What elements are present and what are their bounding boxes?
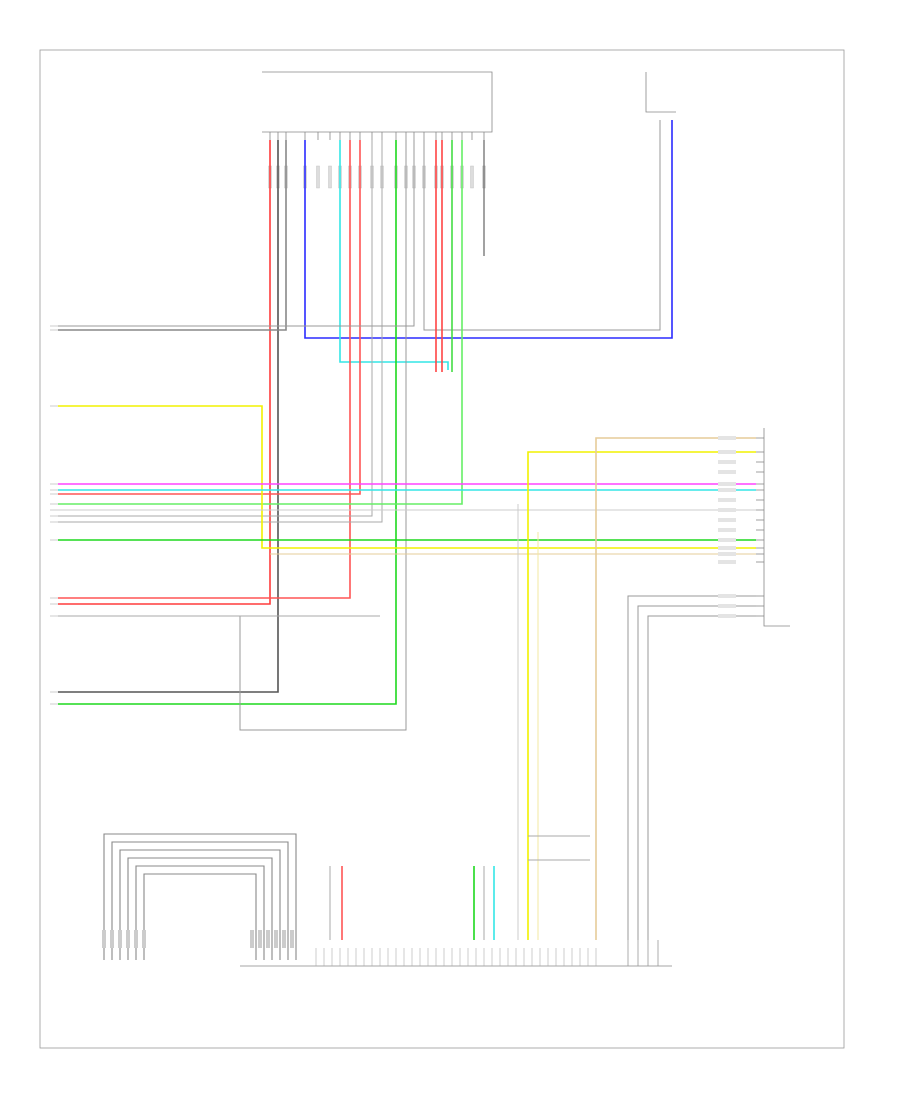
wire-yellow-a	[58, 405, 756, 549]
left-loop-block	[102, 833, 297, 960]
right-pin-label-box	[718, 552, 736, 556]
loop-pin-right	[290, 930, 294, 948]
top-pin-label-box	[316, 165, 320, 189]
top-pin-label-box	[470, 165, 474, 189]
top-unit-box	[262, 71, 493, 133]
right-pin-label-box	[718, 470, 736, 474]
loop-wire	[103, 833, 297, 960]
right-unit-bracket	[763, 428, 790, 627]
wire-gray-h	[627, 595, 756, 940]
wire-gray-a	[58, 140, 287, 331]
right-pin-label-box	[718, 518, 736, 522]
top-pin-label-box	[328, 165, 332, 189]
wire-yellow-b	[527, 451, 756, 940]
right-pin-label-box	[718, 482, 736, 486]
wire-gray-c	[58, 140, 383, 523]
wire-gray-b	[58, 140, 373, 517]
wire-tan-b	[595, 437, 756, 940]
loop-wire	[135, 865, 265, 960]
loop-wire	[127, 857, 273, 960]
wire-gray-f	[423, 120, 661, 331]
right-pin-label-box	[718, 508, 736, 512]
upper-right-unit-bracket	[645, 72, 676, 113]
loop-pin-right	[266, 930, 270, 948]
right-pin-label-box	[718, 498, 736, 502]
wire-gray-d	[239, 140, 407, 731]
wires	[58, 120, 756, 940]
right-pin-label-box	[718, 450, 736, 454]
loop-pin-left	[142, 930, 146, 948]
right-pin-label-box	[718, 614, 736, 618]
loop-wire	[111, 841, 289, 960]
wire-black-a	[58, 140, 279, 693]
wire-gray-e	[58, 140, 415, 327]
wire-red-c	[58, 140, 361, 495]
right-pin-label-box	[718, 436, 736, 440]
loop-pin-left	[110, 930, 114, 948]
right-unit	[718, 428, 790, 627]
loop-pin-right	[282, 930, 286, 948]
wire-green-a	[58, 140, 397, 705]
loop-wire	[143, 873, 257, 960]
right-unit-pins	[718, 436, 764, 618]
wire-red-b	[58, 140, 351, 599]
loop-pin-right	[250, 930, 254, 948]
wire-cyan-a	[339, 140, 449, 370]
right-pin-label-box	[718, 546, 736, 550]
loop-pin-left	[118, 930, 122, 948]
wire-blue	[304, 120, 673, 339]
right-pin-label-box	[718, 604, 736, 608]
wire-green-c	[58, 140, 463, 505]
right-pin-label-box	[718, 560, 736, 564]
right-pin-label-box	[718, 538, 736, 542]
wire-gray-i	[637, 605, 756, 940]
loop-pin-right	[274, 930, 278, 948]
left-edge-terminals	[50, 325, 58, 705]
wire-red-a	[58, 140, 271, 605]
loop-pin-left	[126, 930, 130, 948]
right-pin-label-box	[718, 460, 736, 464]
right-pin-label-box	[718, 528, 736, 532]
loop-pin-right	[258, 930, 262, 948]
bottom-unit	[240, 940, 672, 967]
loop-pin-left	[134, 930, 138, 948]
loop-wire	[119, 849, 281, 960]
bottom-unit-pins	[315, 940, 659, 966]
right-pin-label-box	[718, 488, 736, 492]
upper-right-unit	[645, 72, 676, 113]
right-pin-label-box	[718, 594, 736, 598]
loop-pin-left	[102, 930, 106, 948]
